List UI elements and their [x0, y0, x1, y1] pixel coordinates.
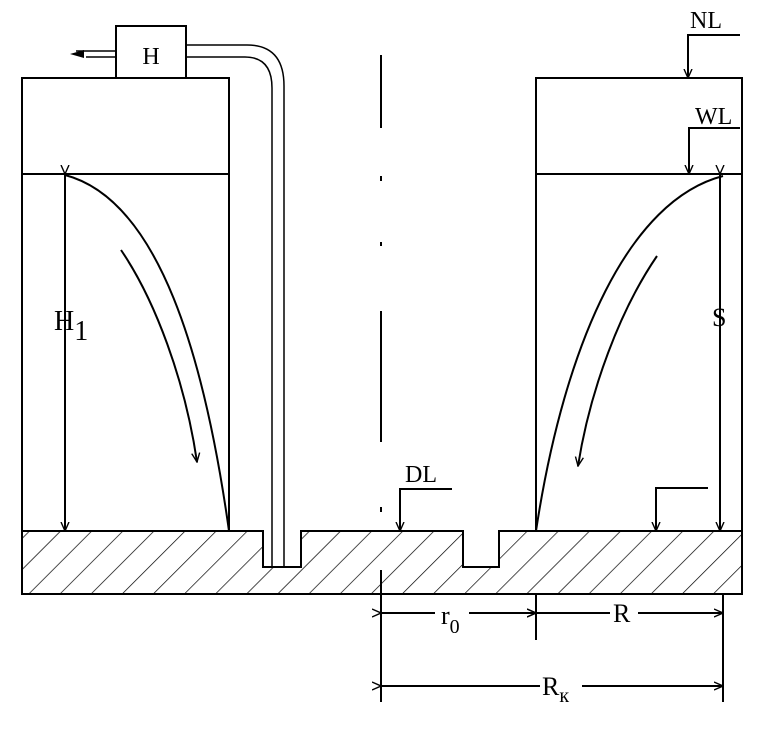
natural-level-label: NL	[690, 8, 722, 34]
well-pipe	[186, 44, 285, 567]
pump-label: H	[142, 44, 159, 70]
dynamic-level-marker: DL	[400, 462, 452, 531]
drawdown-dimension: S	[712, 174, 726, 531]
right-depression-curve	[535, 175, 724, 532]
influence-radius-label: R	[613, 599, 631, 628]
drawdown-label: S	[712, 303, 726, 332]
total-radius-label: Rк	[542, 672, 569, 707]
right-aquifer-block	[535, 77, 743, 532]
well-radius-label: r0	[441, 601, 460, 638]
bottom-dimensions: r0 R Rк	[381, 570, 724, 707]
pump: H	[115, 25, 187, 79]
dynamic-level-label: DL	[405, 462, 437, 488]
head-label: H1	[54, 306, 88, 347]
natural-level-marker: NL	[688, 8, 740, 78]
water-level-marker: WL	[689, 104, 740, 174]
left-aquifer-block	[21, 77, 230, 532]
water-level-label: WL	[695, 104, 732, 130]
right-level-marker	[656, 487, 708, 531]
ground-base	[21, 530, 743, 595]
head-dimension: H1	[54, 174, 88, 531]
discharge-arrow	[70, 50, 116, 58]
left-depression-curve	[64, 174, 230, 532]
